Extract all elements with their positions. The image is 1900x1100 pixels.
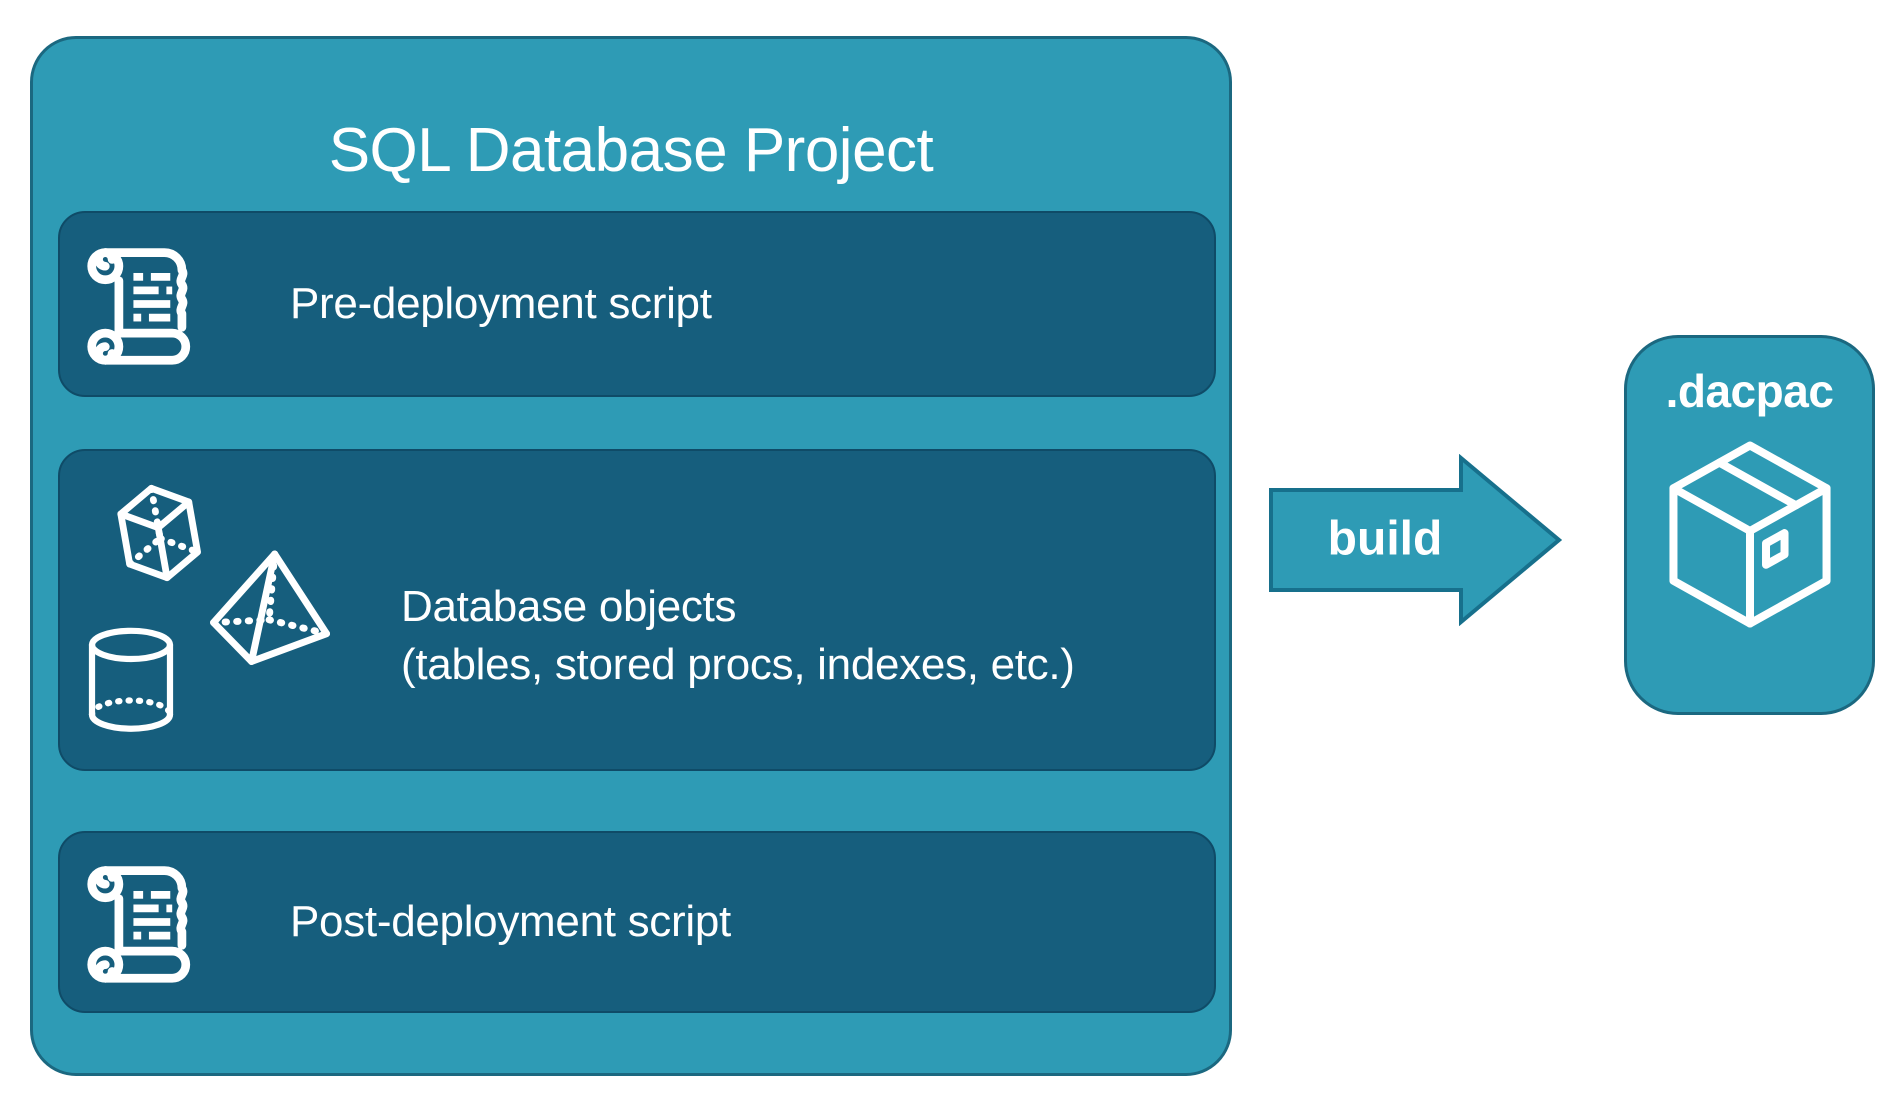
dacpac-label: .dacpac	[1665, 365, 1834, 417]
post-deployment-label: Post-deployment script	[290, 897, 731, 946]
dacpac-box: .dacpac	[1624, 335, 1875, 715]
package-icon	[1661, 432, 1839, 637]
cylinder-icon	[83, 625, 179, 737]
database-objects-line1: Database objects	[401, 582, 737, 631]
cube-icon	[112, 478, 230, 588]
database-objects-icons	[60, 451, 410, 773]
post-deployment-row: Post-deployment script	[58, 831, 1216, 1013]
database-objects-label: Database objects (tables, stored procs, …	[401, 585, 1075, 687]
project-title: SQL Database Project	[328, 116, 934, 185]
database-objects-line2: (tables, stored procs, indexes, etc.)	[401, 640, 1075, 689]
build-arrow-shape	[1269, 454, 1562, 626]
pre-deployment-label: Pre-deployment script	[290, 279, 712, 328]
database-objects-row: Database objects (tables, stored procs, …	[58, 449, 1216, 771]
build-arrow: build	[1268, 454, 1562, 626]
pre-deployment-row: Pre-deployment script	[58, 211, 1216, 397]
pyramid-icon	[208, 547, 333, 675]
scroll-icon	[83, 858, 211, 986]
build-label: build	[1327, 512, 1443, 566]
sql-database-project-box: SQL Database Project	[30, 36, 1232, 1076]
scroll-icon	[83, 240, 211, 368]
